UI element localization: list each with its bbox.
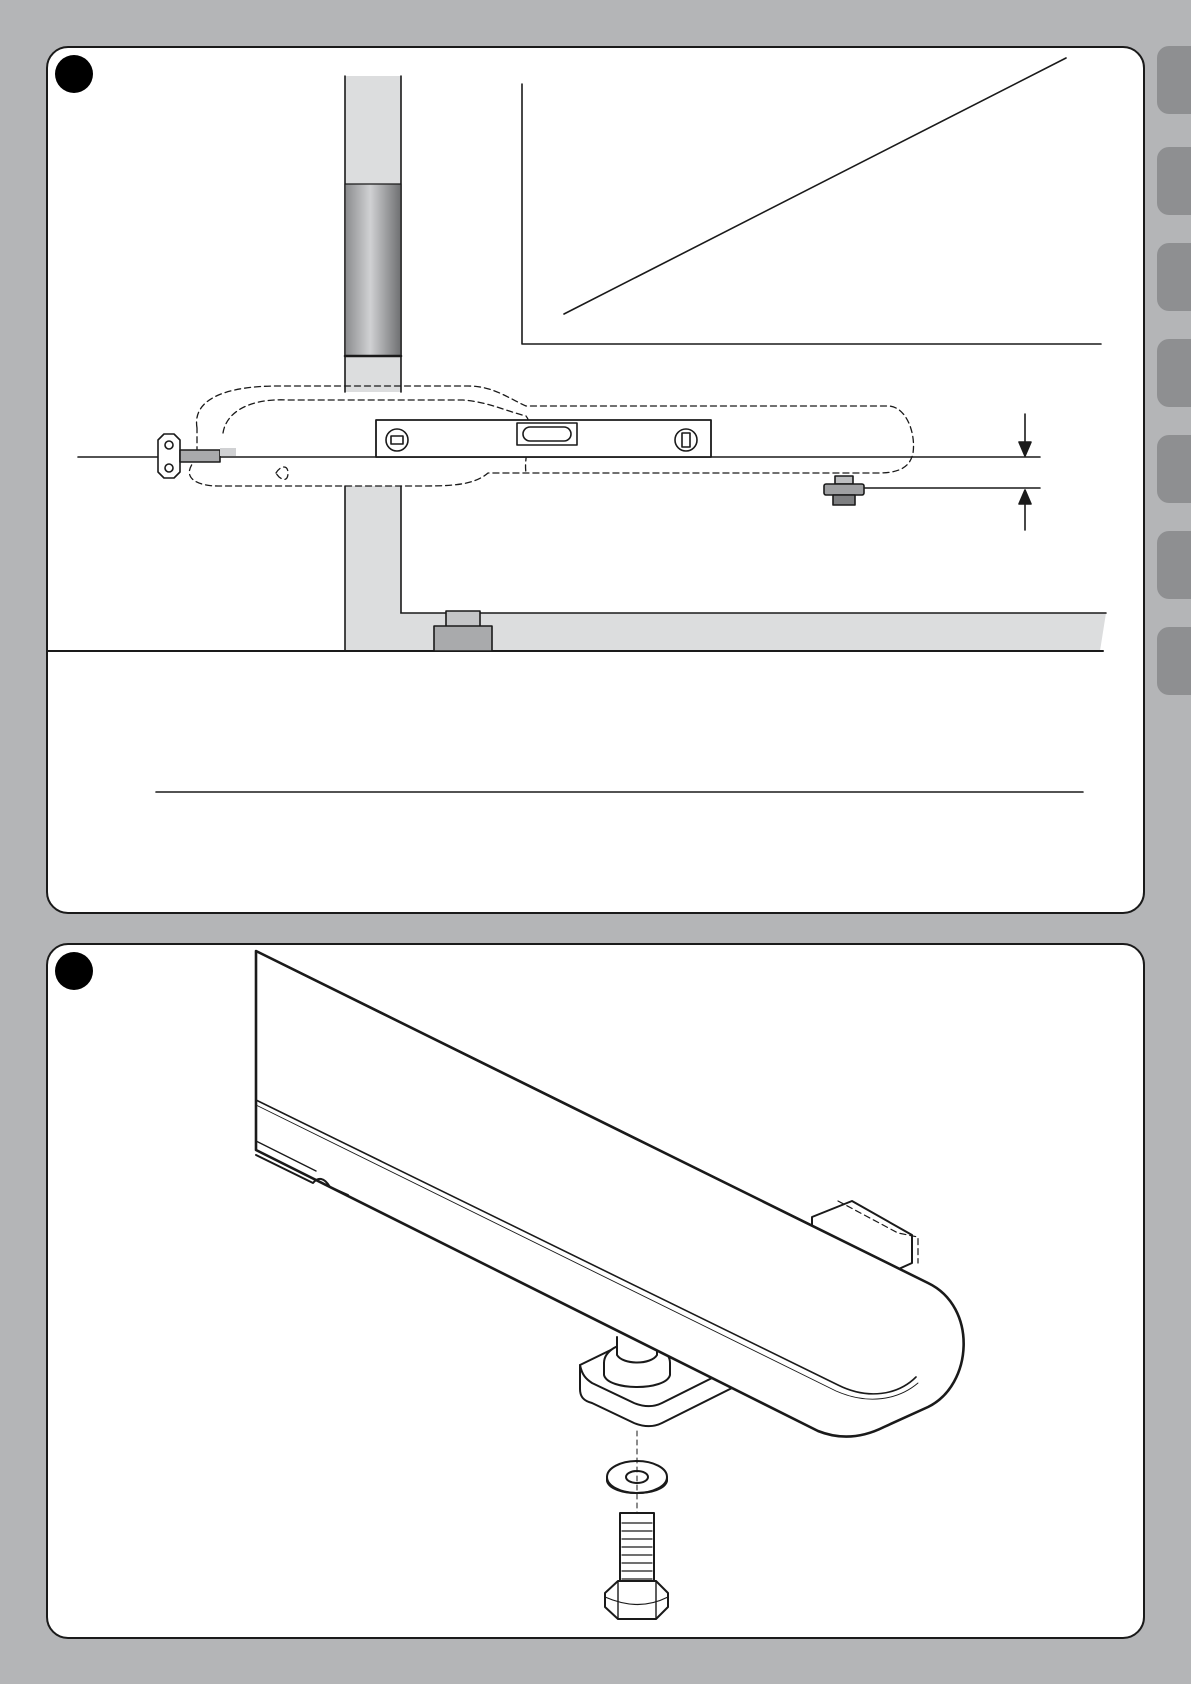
chapter-tab-7[interactable] — [1157, 627, 1191, 695]
front-bolt — [824, 476, 864, 505]
chapter-tab-3[interactable] — [1157, 243, 1191, 311]
gate-leaf — [522, 58, 1101, 344]
figure-1-panel — [46, 46, 1145, 914]
chapter-tab-5[interactable] — [1157, 435, 1191, 503]
chapter-tab-4[interactable] — [1157, 339, 1191, 407]
pillar — [345, 76, 401, 650]
figure-2-panel — [46, 943, 1145, 1639]
figure-1-drawing — [48, 48, 1145, 914]
chapter-tab-2[interactable] — [1157, 147, 1191, 215]
screw — [605, 1513, 668, 1619]
chapter-tab-6[interactable] — [1157, 531, 1191, 599]
clearance-dimension — [1019, 414, 1031, 530]
gate-bottom-rail — [401, 613, 1106, 651]
chapter-tab-1[interactable] — [1157, 46, 1191, 114]
figure-2-drawing — [48, 945, 1145, 1639]
spirit-level — [376, 420, 711, 457]
pillar-hinge — [345, 184, 401, 356]
